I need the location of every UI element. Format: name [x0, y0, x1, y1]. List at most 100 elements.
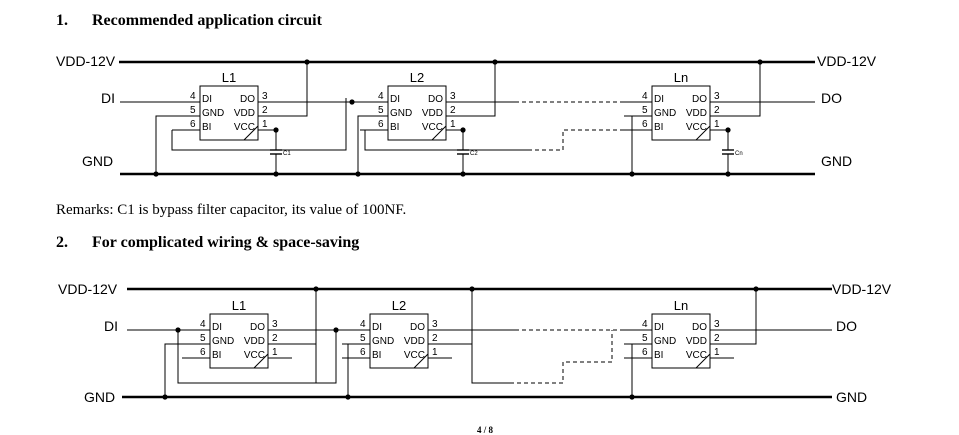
- chip-title: L2: [410, 70, 424, 85]
- pin-number-di: 4: [378, 91, 384, 102]
- bi-wire-dashed: [528, 129, 622, 151]
- wire: [728, 289, 757, 345]
- di-label: DI: [104, 318, 118, 334]
- pin-label-do: DO: [240, 94, 255, 105]
- chip-title: Ln: [674, 70, 688, 85]
- pin-label-di: DI: [372, 322, 382, 333]
- vdd-label-left: VDD-12V: [58, 281, 118, 297]
- pin-number-vdd: 2: [714, 105, 720, 116]
- pin-label-gnd: GND: [654, 336, 676, 347]
- pin-number-gnd: 5: [190, 105, 196, 116]
- pin-label-vcc: VCC: [244, 350, 265, 361]
- pin-label-bi: BI: [654, 122, 663, 133]
- capacitor-label: Cn: [735, 151, 743, 157]
- chip-corner-mark: [413, 353, 429, 369]
- chip-title: L1: [222, 70, 236, 85]
- wire: [360, 129, 528, 151]
- pin-label-vdd: VDD: [422, 108, 443, 119]
- pin-number-vcc: 1: [432, 347, 438, 358]
- pin-number-vcc: 1: [714, 119, 720, 130]
- pin-label-vcc: VCC: [234, 122, 255, 133]
- wire: [357, 115, 360, 174]
- pin-label-bi: BI: [390, 122, 399, 133]
- pin-number-do: 3: [450, 91, 456, 102]
- vdd-label-right: VDD-12V: [817, 53, 877, 69]
- wire: [446, 289, 473, 345]
- gnd-label-left: GND: [82, 153, 113, 169]
- pin-number-bi: 6: [378, 119, 384, 130]
- pin-number-gnd: 5: [200, 333, 206, 344]
- wire: [177, 289, 317, 384]
- chip-body: [199, 85, 259, 141]
- pin-label-do: DO: [410, 322, 425, 333]
- junction-dot: [492, 59, 498, 65]
- junction-dot: [304, 59, 310, 65]
- pin-number-vdd: 2: [714, 333, 720, 344]
- pin-number-gnd: 5: [360, 333, 366, 344]
- chip-corner-mark: [695, 353, 711, 369]
- pin-number-do: 3: [272, 319, 278, 330]
- pin-label-gnd: GND: [372, 336, 394, 347]
- gnd-label-right: GND: [821, 153, 852, 169]
- pin-number-di: 4: [190, 91, 196, 102]
- pin-number-vcc: 1: [262, 119, 268, 130]
- pin-label-vcc: VCC: [422, 122, 443, 133]
- pin-number-di: 4: [360, 319, 366, 330]
- chip-body: [651, 313, 711, 369]
- pin-label-do: DO: [692, 94, 707, 105]
- pin-label-do: DO: [428, 94, 443, 105]
- pin-number-di: 4: [200, 319, 206, 330]
- wire: [624, 115, 633, 174]
- section-1-title: Recommended application circuit: [92, 12, 322, 29]
- pin-label-do: DO: [692, 322, 707, 333]
- pin-label-vcc: VCC: [686, 350, 707, 361]
- pin-number-bi: 6: [360, 347, 366, 358]
- section-1-number: 1.: [56, 12, 68, 29]
- pin-label-vcc: VCC: [404, 350, 425, 361]
- chip-corner-mark: [431, 125, 447, 141]
- pin-label-bi: BI: [372, 350, 381, 361]
- pin-label-gnd: GND: [212, 336, 234, 347]
- pin-label-di: DI: [390, 94, 400, 105]
- pin-number-do: 3: [262, 91, 268, 102]
- wire: [155, 115, 172, 174]
- junction-dot: [629, 394, 635, 400]
- pin-label-do: DO: [250, 322, 265, 333]
- pin-label-vcc: VCC: [686, 122, 707, 133]
- chip-body: [209, 313, 269, 369]
- pin-number-bi: 6: [190, 119, 196, 130]
- pin-number-do: 3: [714, 319, 720, 330]
- chip-title: L2: [392, 298, 406, 313]
- pin-label-di: DI: [654, 322, 664, 333]
- vdd-label-right: VDD-12V: [832, 281, 892, 297]
- chip-body: [651, 85, 711, 141]
- junction-dot: [162, 394, 168, 400]
- wire-dashed: [510, 330, 613, 384]
- pin-number-vdd: 2: [432, 333, 438, 344]
- pin-number-vdd: 2: [272, 333, 278, 344]
- pin-number-gnd: 5: [642, 105, 648, 116]
- wire: [316, 330, 337, 384]
- chip-corner-mark: [695, 125, 711, 141]
- pin-number-do: 3: [714, 91, 720, 102]
- junction-dot: [345, 394, 351, 400]
- pin-label-gnd: GND: [654, 108, 676, 119]
- chip-title: Ln: [674, 298, 688, 313]
- wire: [728, 62, 761, 117]
- do-label: DO: [836, 318, 857, 334]
- pin-number-vdd: 2: [262, 105, 268, 116]
- pin-number-vcc: 1: [272, 347, 278, 358]
- junction-dot: [469, 286, 475, 292]
- gnd-label-left: GND: [84, 389, 115, 405]
- wire: [171, 98, 347, 151]
- pin-label-vdd: VDD: [404, 336, 425, 347]
- junction-dot: [313, 286, 319, 292]
- pin-label-di: DI: [654, 94, 664, 105]
- capacitor-label: C2: [470, 151, 478, 157]
- di-label: DI: [101, 90, 115, 106]
- chip-corner-mark: [253, 353, 269, 369]
- junction-dot: [757, 59, 763, 65]
- pin-label-di: DI: [202, 94, 212, 105]
- wire: [624, 343, 633, 397]
